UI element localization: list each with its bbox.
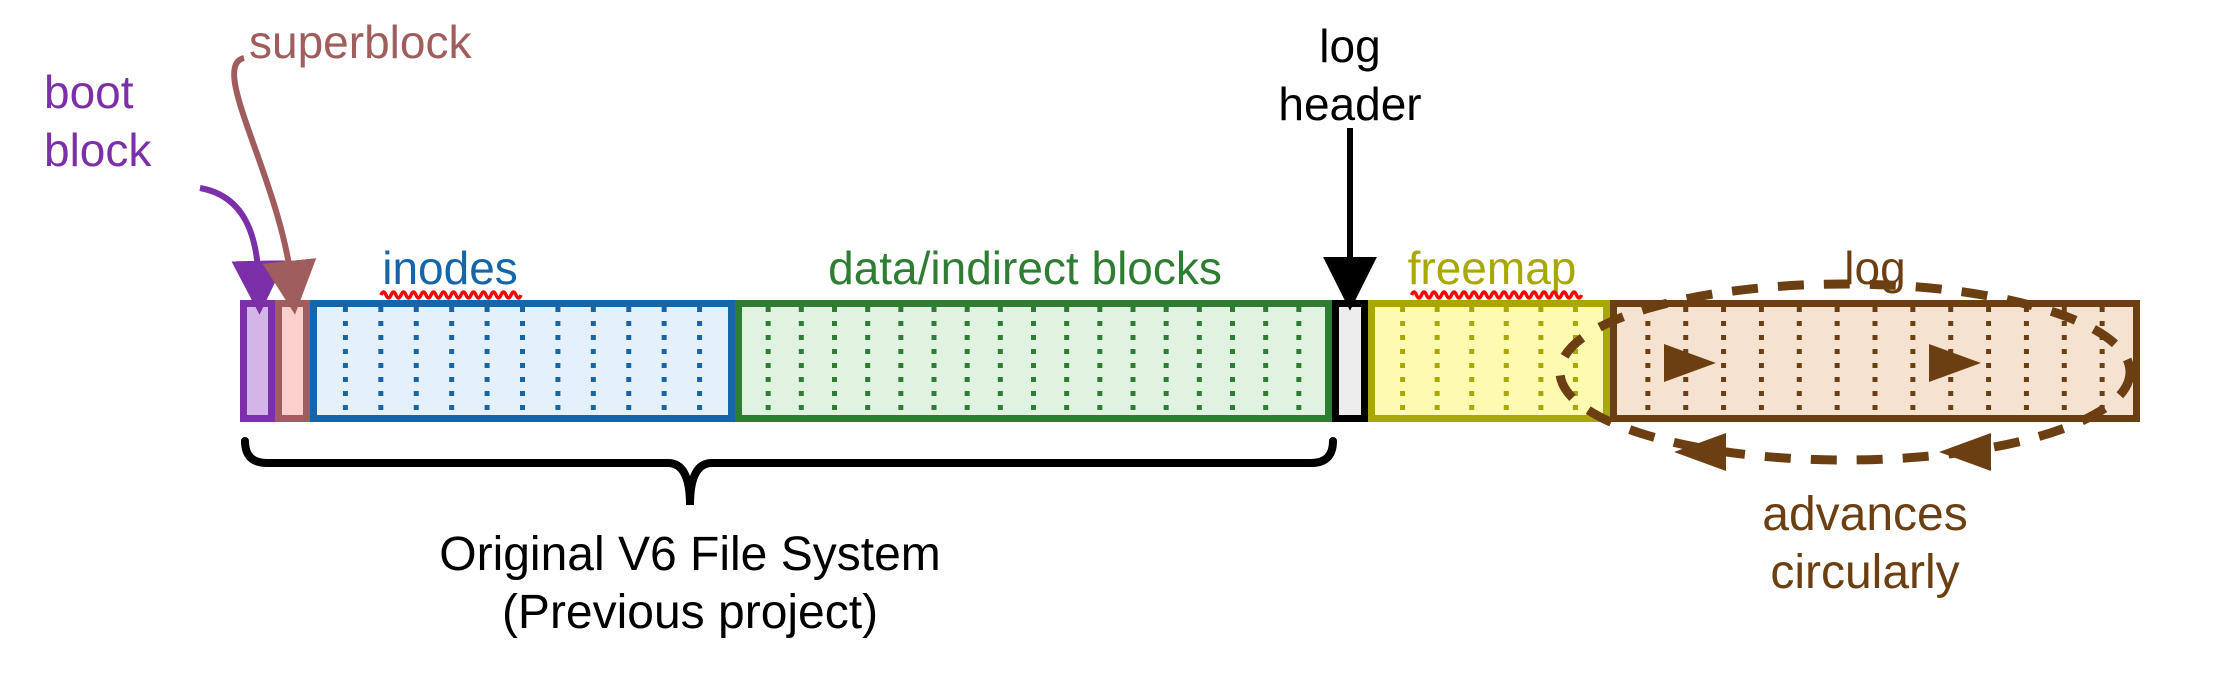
callout-log-header: log header — [1278, 20, 1422, 311]
label-inodes-label: inodes — [379, 242, 523, 300]
disk-segment-log_header[interactable] — [1332, 300, 1368, 422]
segment-body-inodes[interactable] — [310, 300, 735, 422]
segment-body-freemap[interactable] — [1368, 300, 1610, 422]
label-data-label: data/indirect blocks — [828, 242, 1222, 294]
callout-annotations: boot block superblock log header — [44, 16, 1422, 315]
spellcheck-squiggle — [1409, 290, 1584, 300]
label-freemap-label: freemap — [1408, 242, 1584, 300]
callout-label-log-header: header — [1278, 78, 1421, 130]
brace-path — [241, 437, 1337, 506]
callout-label-boot-block: block — [44, 124, 152, 176]
segment-body-data[interactable] — [735, 300, 1332, 422]
callout-arrow-boot-block — [199, 185, 286, 315]
segment-body-boot[interactable] — [240, 300, 275, 422]
segment-body-superblock[interactable] — [275, 300, 310, 422]
disk-layout-bar — [240, 300, 2140, 422]
callout-label-superblock: superblock — [249, 16, 472, 68]
disk-segment-boot[interactable] — [240, 300, 275, 422]
arrowhead-forward — [1929, 344, 1981, 382]
disk-segment-data[interactable] — [735, 300, 1332, 422]
callout-label-log-header: log — [1319, 20, 1380, 72]
v6-region-brace: Original V6 File System(Previous project… — [241, 437, 1337, 639]
circular-caption-line: circularly — [1770, 546, 1959, 599]
arrowhead-backward — [1939, 433, 1991, 471]
segment-label-text: freemap — [1408, 242, 1577, 294]
spellcheck-squiggle — [379, 290, 523, 300]
circular-dashed-ellipse — [1555, 279, 2135, 465]
callout-label-boot-block: boot — [44, 66, 134, 118]
segment-label-text: data/indirect blocks — [828, 242, 1222, 294]
arrowhead-forward — [1664, 344, 1716, 382]
disk-segment-superblock[interactable] — [275, 300, 310, 422]
circular-caption-line: advances — [1762, 488, 1967, 541]
callout-boot-block: boot block — [44, 66, 286, 315]
callout-superblock: superblock — [231, 16, 472, 315]
segment-label-text: inodes — [382, 242, 518, 294]
arrowhead-backward — [1674, 433, 1726, 471]
disk-segment-freemap[interactable] — [1368, 300, 1610, 422]
segment-body-log_header[interactable] — [1332, 300, 1368, 422]
callout-arrow-superblock — [231, 55, 317, 315]
brace-caption-line: (Previous project) — [502, 586, 878, 639]
brace-caption-line: Original V6 File System — [439, 528, 941, 581]
disk-segment-inodes[interactable] — [310, 300, 735, 422]
